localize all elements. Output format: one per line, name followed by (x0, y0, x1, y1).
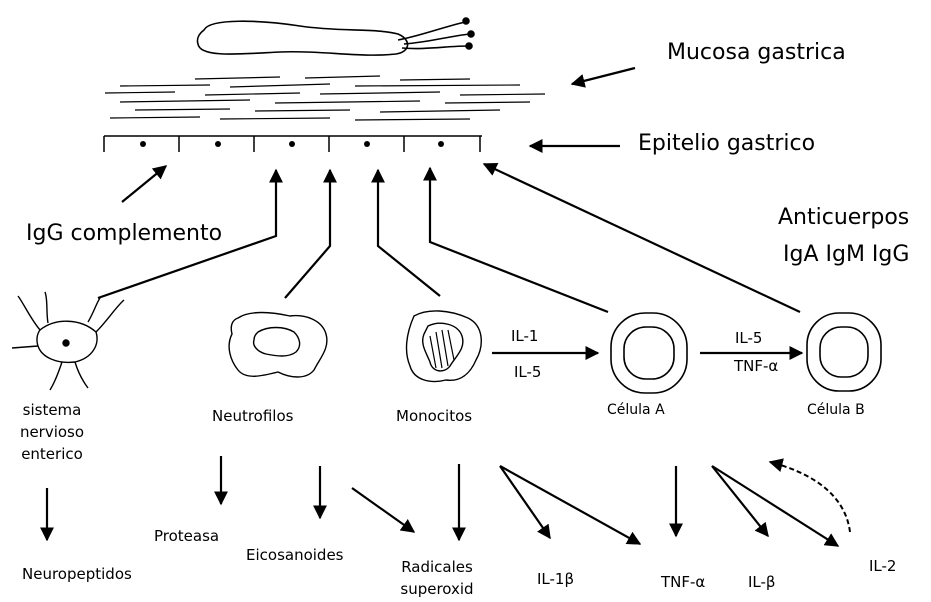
label-il1b: IL-1β (537, 570, 574, 588)
arrow-celula-a-to-epithelium (430, 168, 608, 312)
label-il5-celula-a: IL-5 (735, 329, 762, 347)
arrow-celula-b-to-epithelium (484, 164, 800, 312)
epithelium (104, 136, 482, 152)
label-epitelio: Epitelio gastrico (638, 131, 815, 156)
label-celula-a: Célula A (607, 402, 665, 418)
neuron-cell (12, 292, 124, 390)
label-nervioso: nervioso (16, 421, 88, 443)
label-antibody-types: IgA IgM IgG (783, 242, 909, 267)
label-il1-monocitos: IL-1 (511, 327, 538, 345)
arrow-to-ilb (712, 466, 768, 536)
arrow-neutrofilos-to-epithelium (285, 170, 330, 298)
label-il2: IL-2 (869, 557, 896, 575)
bacterium-flagella (398, 22, 470, 49)
label-sistema-nervioso-enterico: sistema nervioso enterico (16, 399, 88, 465)
arrow-to-mucosa (572, 68, 635, 84)
label-superoxid: superoxid (396, 578, 478, 600)
label-neuropeptidos: Neuropeptidos (22, 565, 132, 583)
label-sistema: sistema (16, 399, 88, 421)
label-neutrofilos: Neutrofilos (212, 407, 293, 425)
label-enterico: enterico (16, 443, 88, 465)
label-proteasa: Proteasa (154, 527, 219, 545)
mucosa-layer (105, 76, 545, 120)
bacterium (197, 18, 474, 55)
dashed-il2-feedback-arrow (770, 462, 850, 532)
label-il5-monocitos: IL-5 (514, 363, 541, 381)
neutrophil-cell (229, 313, 327, 378)
label-ilb: IL-β (748, 573, 776, 591)
label-igg-complemento: IgG complemento (26, 221, 222, 246)
arrow-to-il2 (712, 466, 838, 546)
flagellum-tip (463, 18, 469, 24)
celula-a-cell (611, 313, 687, 393)
flagellum-tip (466, 43, 472, 49)
flagellum-tip (468, 31, 474, 37)
label-radicales: Radicales (396, 556, 478, 578)
label-celula-b: Célula B (807, 402, 865, 418)
label-radicales-superoxid: Radicales superoxid (396, 556, 478, 600)
label-tnfa-celula-a: TNF-α (734, 357, 778, 375)
label-mucosa: Mucosa gastrica (667, 40, 846, 65)
arrow-to-radicales-from-neutrofilos (352, 488, 414, 532)
celula-b-cell (807, 313, 881, 391)
label-tnfa-bottom: TNF-α (661, 573, 705, 591)
label-anticuerpos: Anticuerpos (778, 205, 909, 230)
label-eicosanoides: Eicosanoides (246, 546, 344, 564)
arrow-to-il1b (500, 466, 550, 538)
monocyte-cell (407, 311, 482, 382)
arrow-igg (122, 166, 166, 202)
label-monocitos: Monocitos (396, 407, 472, 425)
arrow-to-monocitos-product (500, 466, 640, 544)
bacterium-body (197, 21, 407, 55)
